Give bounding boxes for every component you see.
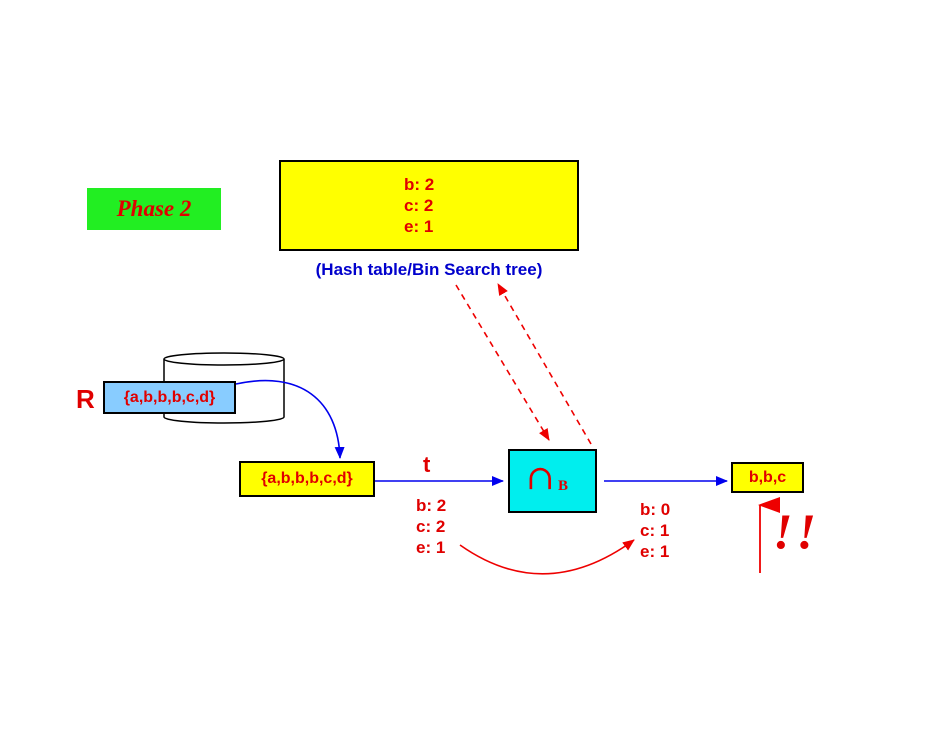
operator-subscript: B [558, 478, 569, 494]
relation-contents: {a,b,b,b,c,d} [103, 381, 236, 414]
count-after-e: e: 1 [640, 542, 670, 561]
intersect-operator: ∩ B [508, 449, 597, 513]
output-box: b,b,c [731, 462, 804, 493]
count-update-arrow [459, 539, 635, 575]
relation-name: R [76, 384, 95, 414]
tuple-label: t [423, 452, 431, 477]
read-arrow [235, 379, 345, 459]
emphasis-marks: !! [773, 503, 820, 559]
lookup-arrow-down [455, 284, 550, 441]
hash-entry-c: c: 2 [404, 196, 434, 215]
hash-table-box: b: 2 c: 2 e: 1 [279, 160, 579, 251]
count-after-b: b: 0 [640, 500, 671, 519]
count-before-b: b: 2 [416, 496, 447, 515]
count-after-c: c: 1 [640, 521, 670, 540]
tuple-buffer: {a,b,b,b,c,d} [239, 461, 375, 497]
count-before-e: e: 1 [416, 538, 446, 557]
intersection-symbol-icon: ∩ [526, 458, 555, 498]
hash-table-entries: b: 2 c: 2 e: 1 [404, 174, 434, 237]
count-before-c: c: 2 [416, 517, 446, 536]
hash-entry-b: b: 2 [404, 175, 435, 194]
lookup-arrow-up [497, 283, 592, 445]
phase-label: Phase 2 [87, 188, 221, 230]
counts-before: b: 2 c: 2 e: 1 [416, 495, 446, 558]
counts-after: b: 0 c: 1 e: 1 [640, 499, 670, 562]
hash-table-caption: (Hash table/Bin Search tree) [315, 260, 543, 279]
hash-entry-e: e: 1 [404, 217, 434, 236]
